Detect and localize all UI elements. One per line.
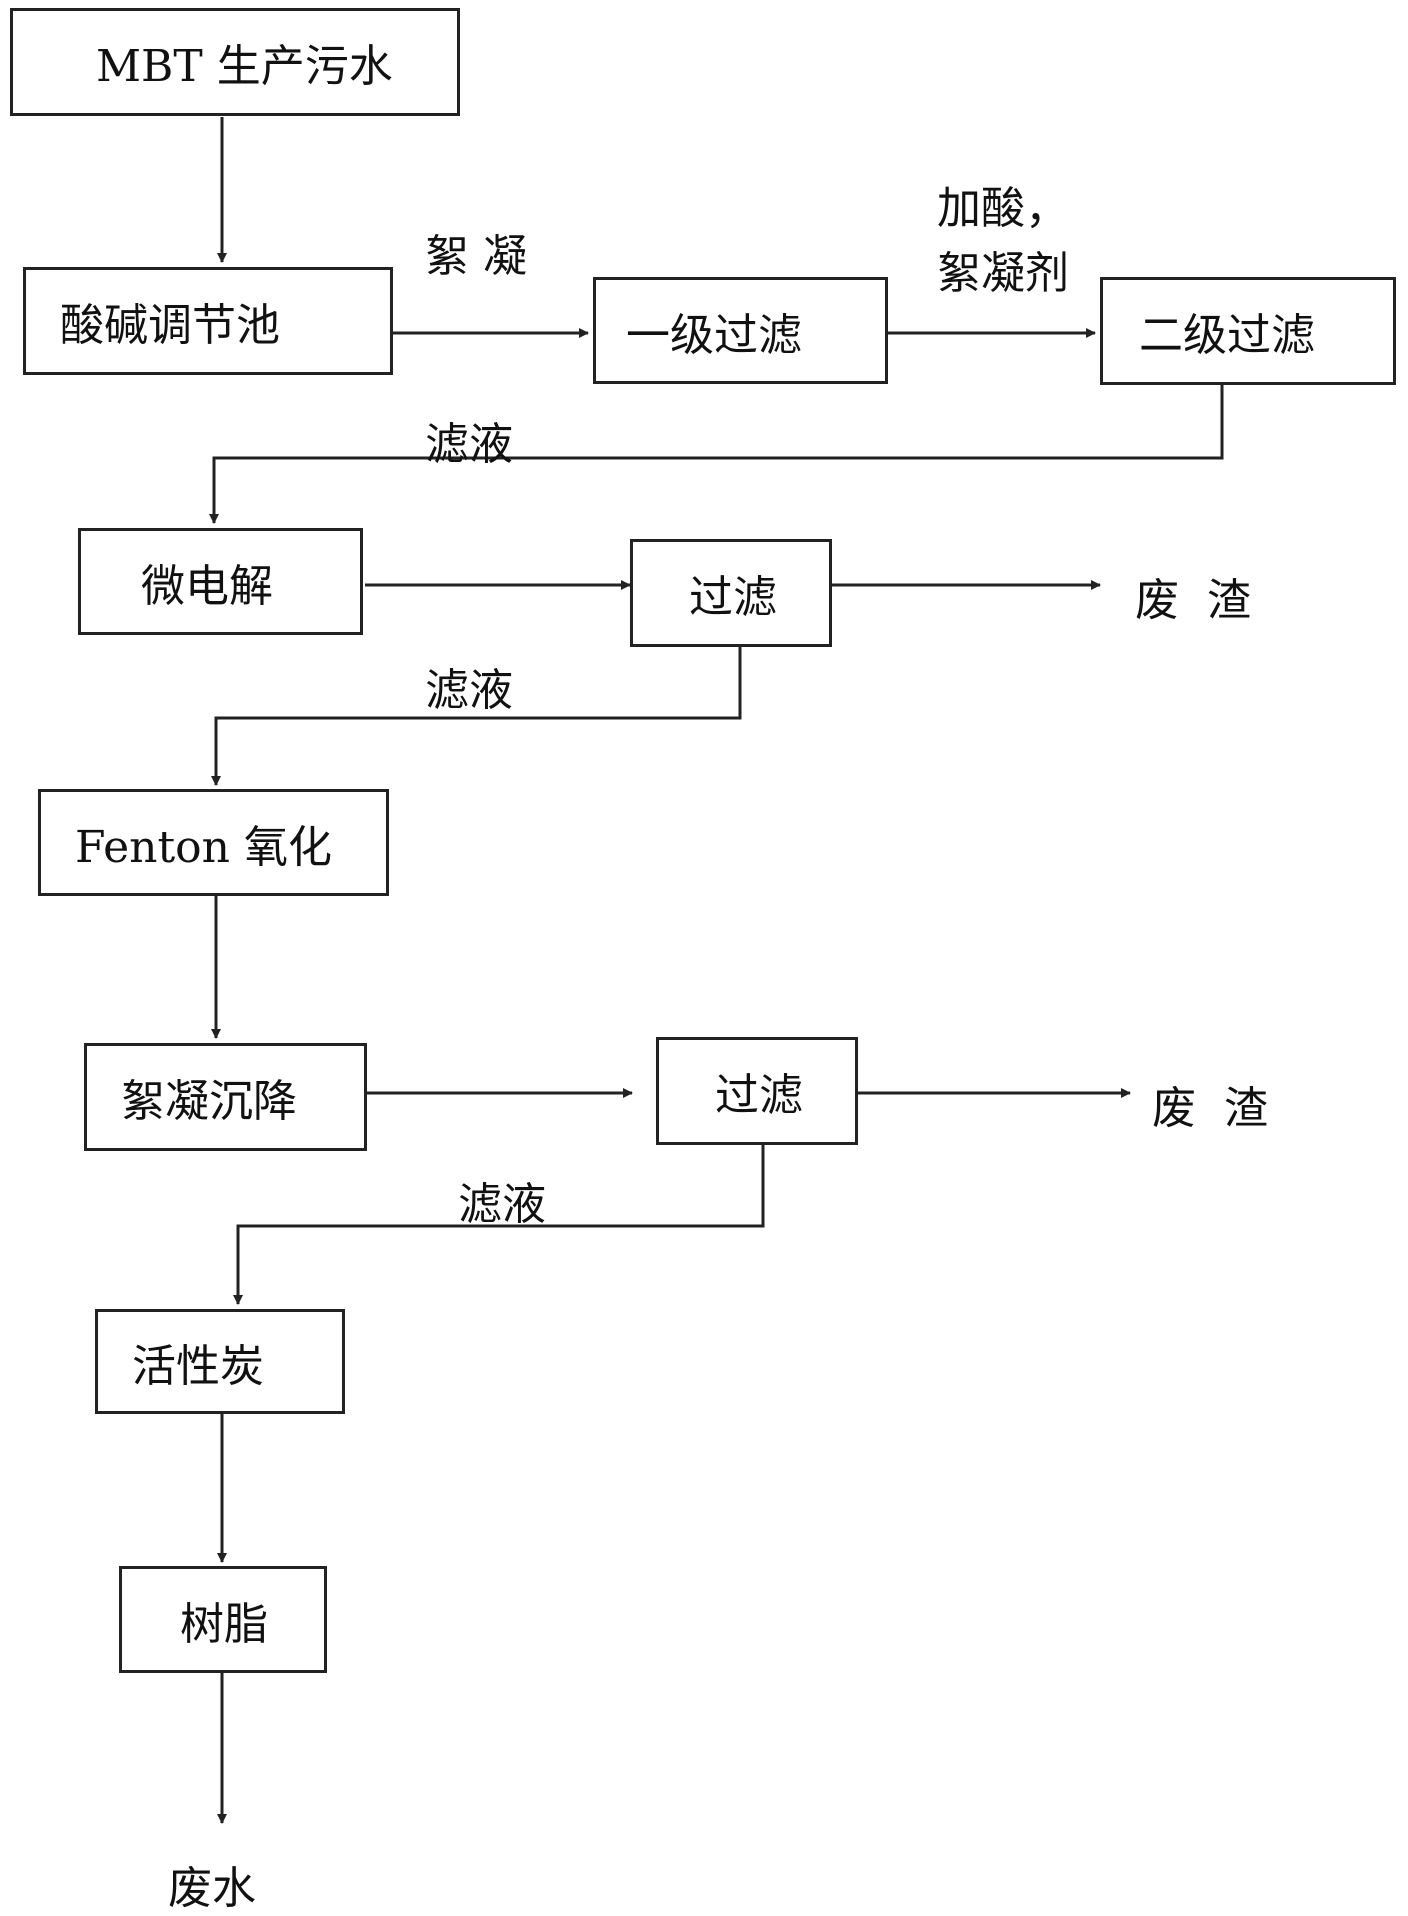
label-filtrate-1: 滤液: [425, 419, 513, 470]
node-primary-filter: 一级过滤: [593, 277, 888, 384]
node-filter-1: 过滤: [630, 539, 832, 647]
node-label: 微电解: [141, 560, 273, 612]
arrow-secondary-to-micro: [209, 385, 1224, 524]
node-label: 树脂: [180, 1598, 268, 1650]
arrow-filter2-to-carbon: [233, 1145, 765, 1305]
label-filtrate-3: 滤液: [458, 1179, 546, 1230]
label-filtrate-2: 滤液: [425, 665, 513, 716]
node-fenton-oxidation: Fenton 氧化: [38, 789, 389, 896]
arrow-filter1-to-fenton: [211, 647, 742, 786]
node-resin: 树脂: [119, 1566, 327, 1673]
label-flocculation: 絮 凝: [425, 231, 527, 282]
label-waste-water-out: 废水: [168, 1863, 256, 1914]
label-residue-2: 废 渣: [1152, 1083, 1268, 1134]
node-flocculation-settling: 絮凝沉降: [84, 1043, 367, 1151]
node-acid-base-tank: 酸碱调节池: [23, 267, 393, 375]
label-add-acid: 加酸，: [937, 183, 1069, 234]
node-label: 二级过滤: [1139, 310, 1315, 361]
label-flocculant: 絮凝剂: [937, 248, 1069, 299]
node-label: 絮凝沉降: [121, 1076, 297, 1127]
node-label: 活性炭: [132, 1340, 264, 1392]
node-micro-electrolysis: 微电解: [78, 528, 363, 635]
node-label: Fenton 氧化: [75, 821, 332, 873]
node-label: 过滤: [689, 572, 777, 623]
node-secondary-filter: 二级过滤: [1100, 277, 1396, 385]
node-mbt-wastewater: MBT 生产污水: [10, 8, 460, 116]
node-label: 一级过滤: [626, 309, 802, 361]
node-filter-2: 过滤: [656, 1037, 858, 1145]
node-label: 过滤: [715, 1070, 803, 1121]
node-label: MBT 生产污水: [96, 41, 393, 92]
node-label: 酸碱调节池: [60, 300, 280, 351]
label-residue-1: 废 渣: [1135, 575, 1251, 626]
node-activated-carbon: 活性炭: [95, 1309, 345, 1414]
